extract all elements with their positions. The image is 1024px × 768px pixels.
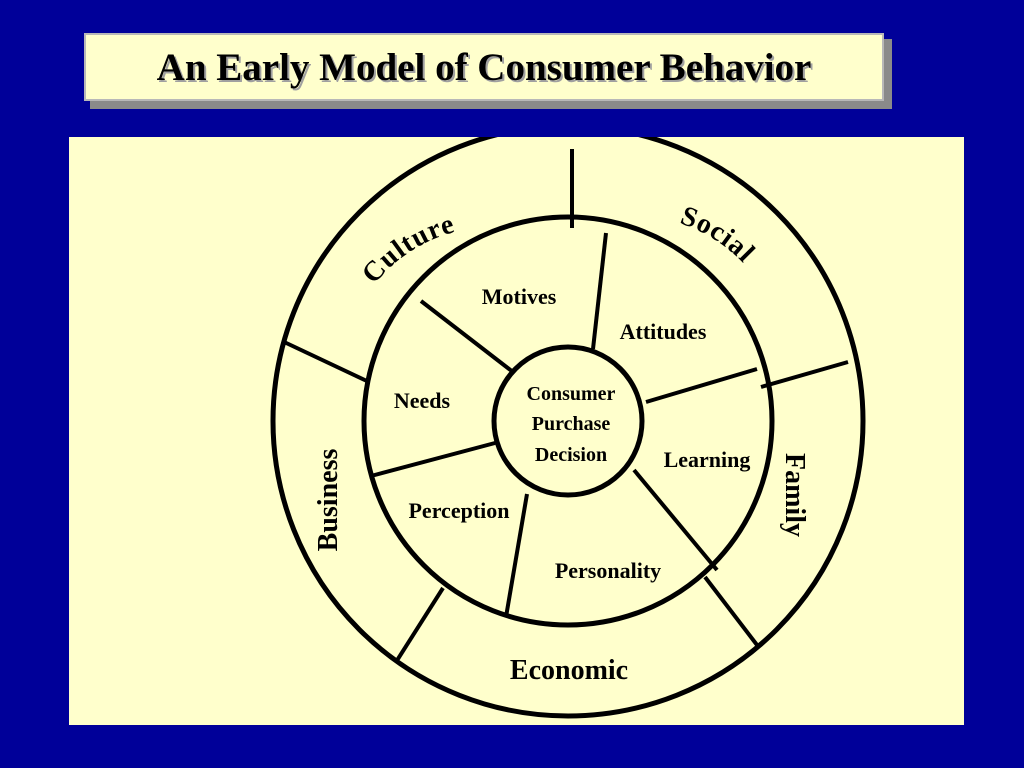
consumer-behavior-diagram: Consumer Purchase Decision Motives Attit… <box>270 137 866 719</box>
center-circle <box>491 344 645 498</box>
segment-label-attitudes: Attitudes <box>620 319 707 344</box>
outer-divider <box>760 360 849 389</box>
inner-divider <box>370 441 496 478</box>
segment-label-motives: Motives <box>482 284 557 309</box>
segment-label-perception: Perception <box>408 498 509 523</box>
inner-divider <box>591 232 608 350</box>
segment-label-needs: Needs <box>394 388 451 413</box>
center-label-line: Decision <box>535 444 607 466</box>
outer-ring <box>270 137 866 719</box>
diagram-panel: Consumer Purchase Decision Motives Attit… <box>69 137 964 725</box>
inner-divider <box>504 493 529 618</box>
segment-label-business: Business <box>313 449 344 552</box>
page-title: An Early Model of Consumer Behavior <box>156 45 812 89</box>
title-box: An Early Model of Consumer Behavior <box>84 33 884 101</box>
segment-label-family: Family <box>779 453 810 537</box>
center-label-line: Purchase <box>532 413 611 435</box>
segment-label-culture: Culture <box>356 208 458 289</box>
segment-label-personality: Personality <box>555 558 661 583</box>
center-label-line: Consumer <box>527 383 616 405</box>
inner-divider <box>632 468 719 572</box>
outer-divider <box>281 339 370 384</box>
segment-label-economic: Economic <box>510 655 628 686</box>
outer-divider <box>703 575 759 647</box>
segment-label-learning: Learning <box>664 447 751 472</box>
outer-divider <box>394 586 445 664</box>
middle-ring <box>361 214 775 628</box>
inner-divider <box>419 299 515 374</box>
inner-divider <box>645 367 758 404</box>
